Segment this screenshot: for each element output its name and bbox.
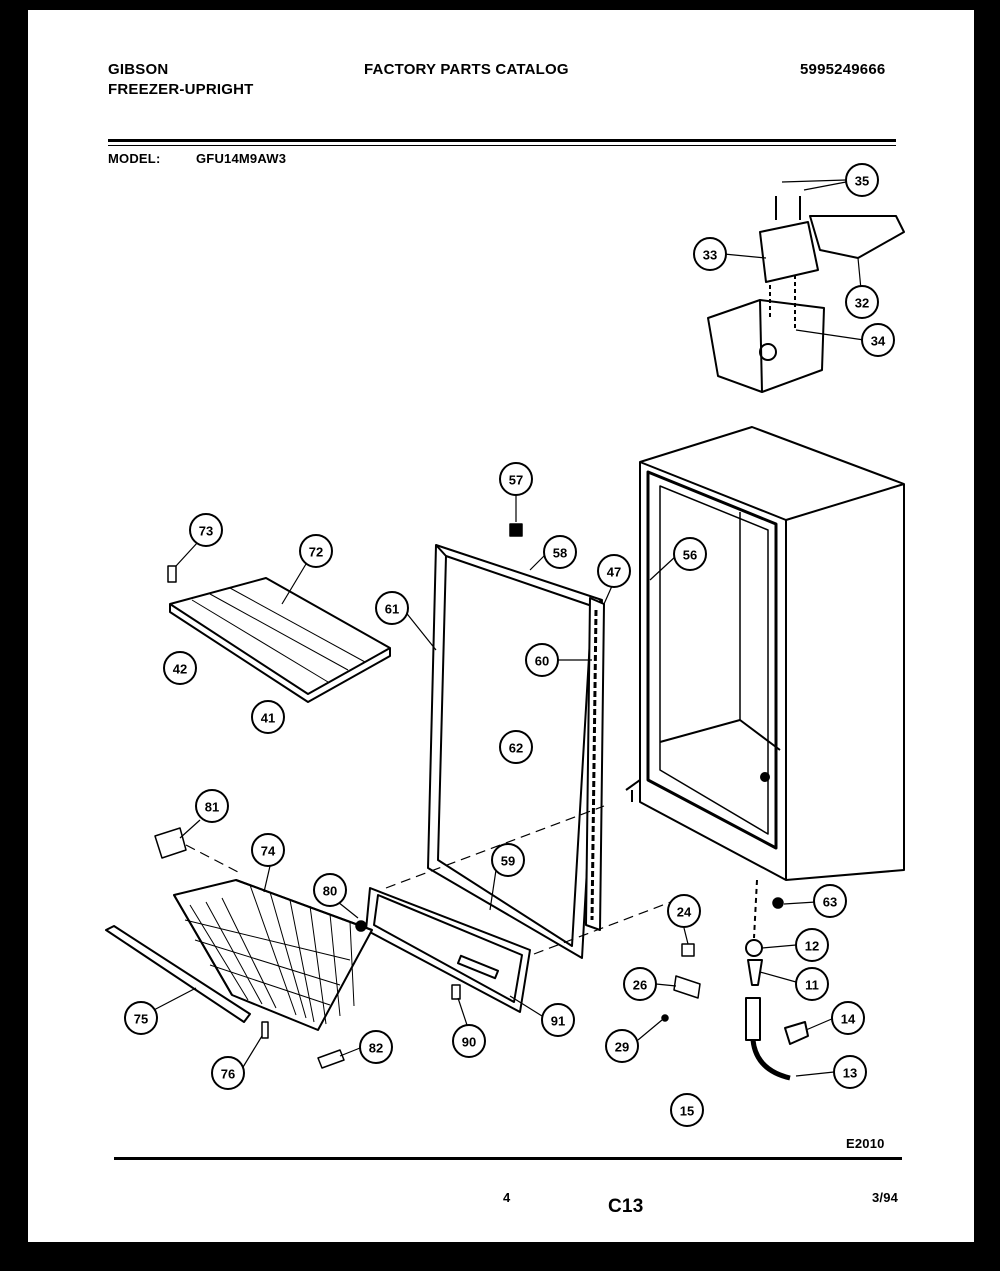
callout-75: 75 xyxy=(124,1001,158,1035)
svg-text:75: 75 xyxy=(134,1012,148,1027)
callout-57: 57 xyxy=(499,462,533,496)
svg-text:73: 73 xyxy=(199,524,213,539)
callout-47: 47 xyxy=(597,554,631,588)
callout-15: 15 xyxy=(670,1093,704,1127)
callout-12: 12 xyxy=(795,928,829,962)
callout-63: 63 xyxy=(813,884,847,918)
svg-text:32: 32 xyxy=(855,296,869,311)
svg-text:42: 42 xyxy=(173,662,187,677)
callout-82: 82 xyxy=(359,1030,393,1064)
svg-text:59: 59 xyxy=(501,854,515,869)
assembly-lines xyxy=(185,805,677,955)
callout-56: 56 xyxy=(673,537,707,571)
catalog-title: FACTORY PARTS CATALOG xyxy=(364,61,569,78)
callout-24: 24 xyxy=(667,894,701,928)
svg-text:80: 80 xyxy=(323,884,337,899)
footer-rule xyxy=(114,1157,902,1160)
svg-text:41: 41 xyxy=(261,711,275,726)
callout-90: 90 xyxy=(452,1024,486,1058)
kick-plate-drawing xyxy=(105,925,251,1023)
product-type: FREEZER-UPRIGHT xyxy=(108,81,254,98)
callout-62: 62 xyxy=(499,730,533,764)
callout-34: 34 xyxy=(861,323,895,357)
callout-74: 74 xyxy=(251,833,285,867)
callout-41: 41 xyxy=(251,700,285,734)
svg-text:61: 61 xyxy=(385,602,399,617)
svg-text:33: 33 xyxy=(703,248,717,263)
section-code: C13 xyxy=(608,1196,644,1217)
svg-text:15: 15 xyxy=(680,1104,694,1119)
callout-72: 72 xyxy=(299,534,333,568)
svg-text:74: 74 xyxy=(261,844,276,859)
shelf-drawing xyxy=(169,577,391,703)
callout-33: 33 xyxy=(693,237,727,271)
callout-61: 61 xyxy=(375,591,409,625)
header-rule-thick xyxy=(108,139,896,142)
svg-text:12: 12 xyxy=(805,939,819,954)
callout-81: 81 xyxy=(195,789,229,823)
callout-42: 42 xyxy=(163,651,197,685)
control-panel-drawing xyxy=(365,887,531,1013)
drain-parts-drawing xyxy=(745,879,809,1081)
svg-text:81: 81 xyxy=(205,800,219,815)
callout-14: 14 xyxy=(831,1001,865,1035)
callout-73: 73 xyxy=(189,513,223,547)
svg-text:14: 14 xyxy=(841,1012,856,1027)
svg-text:11: 11 xyxy=(805,978,819,993)
callout-29: 29 xyxy=(605,1029,639,1063)
brand-name: GIBSON xyxy=(108,61,169,78)
svg-text:63: 63 xyxy=(823,895,837,910)
evaporator-assembly-drawing xyxy=(707,196,905,393)
svg-text:29: 29 xyxy=(615,1040,629,1055)
freezer-cabinet-drawing xyxy=(625,426,905,881)
callout-32: 32 xyxy=(845,285,879,319)
svg-text:47: 47 xyxy=(607,565,621,580)
catalog-number: 5995249666 xyxy=(800,61,886,78)
header-rule-thin xyxy=(108,145,896,146)
svg-text:72: 72 xyxy=(309,545,323,560)
callout-26: 26 xyxy=(623,967,657,1001)
callout-58: 58 xyxy=(543,535,577,569)
svg-text:34: 34 xyxy=(871,334,886,349)
svg-text:62: 62 xyxy=(509,741,523,756)
print-date: 3/94 xyxy=(872,1190,899,1205)
gasket-strip-drawing xyxy=(585,597,605,931)
svg-text:76: 76 xyxy=(221,1067,235,1082)
callout-91: 91 xyxy=(541,1003,575,1037)
basket-drawing xyxy=(173,879,373,1031)
svg-text:26: 26 xyxy=(633,978,647,993)
svg-text:56: 56 xyxy=(683,548,697,563)
callout-59: 59 xyxy=(491,843,525,877)
leader-lines xyxy=(149,179,865,1077)
svg-text:58: 58 xyxy=(553,546,567,561)
svg-text:90: 90 xyxy=(462,1035,476,1050)
page-number: 4 xyxy=(503,1190,511,1205)
callout-76: 76 xyxy=(211,1056,245,1090)
svg-text:57: 57 xyxy=(509,473,523,488)
callout-11: 11 xyxy=(795,967,829,1001)
svg-text:60: 60 xyxy=(535,654,549,669)
callout-35: 35 xyxy=(845,163,879,197)
svg-text:35: 35 xyxy=(855,174,869,189)
callout-80: 80 xyxy=(313,873,347,907)
svg-text:82: 82 xyxy=(369,1041,383,1056)
drawing-code: E2010 xyxy=(846,1136,885,1151)
svg-text:13: 13 xyxy=(843,1066,857,1081)
svg-text:91: 91 xyxy=(551,1014,565,1029)
small-hardware-drawings xyxy=(154,523,784,1069)
svg-text:24: 24 xyxy=(677,905,692,920)
callout-60: 60 xyxy=(525,643,559,677)
model-number: GFU14M9AW3 xyxy=(196,151,287,166)
model-label: MODEL: xyxy=(108,151,161,166)
callout-13: 13 xyxy=(833,1055,867,1089)
